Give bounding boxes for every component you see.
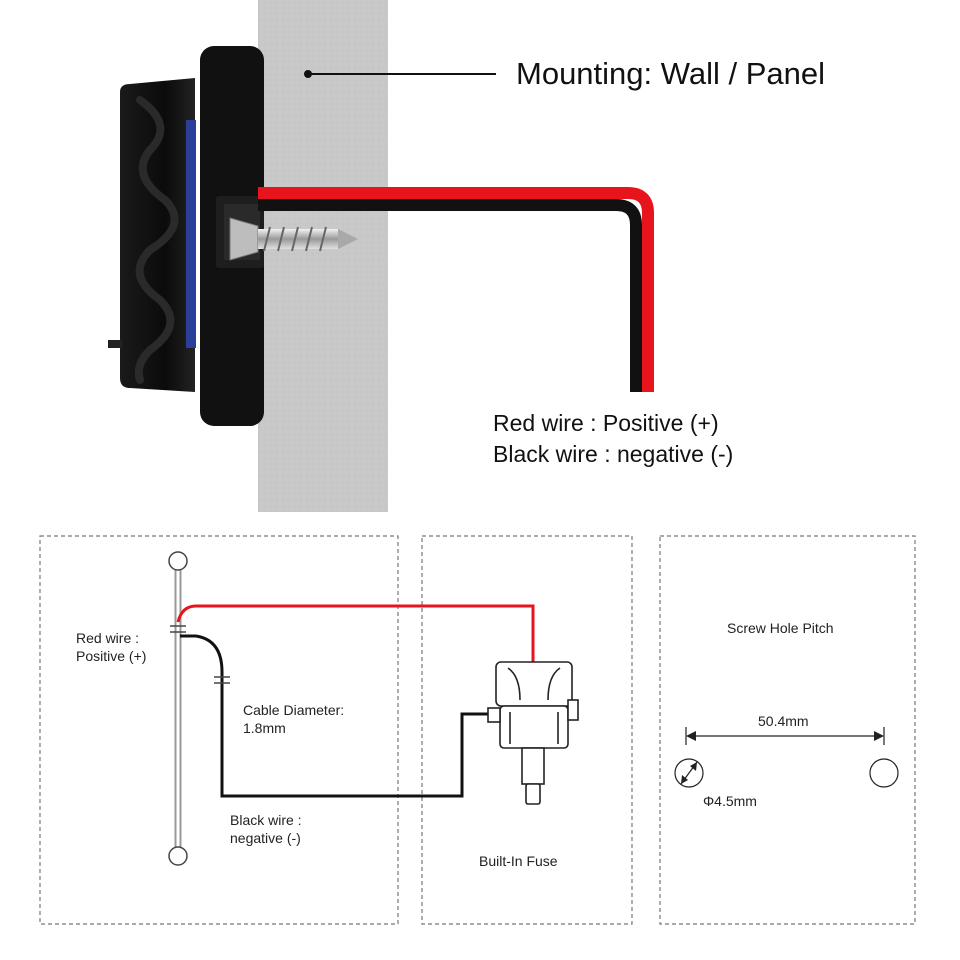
screw-pitch-value: 50.4mm bbox=[758, 713, 809, 729]
schematic-red-label-2: Positive (+) bbox=[76, 648, 147, 664]
cable-diameter-label-1: Cable Diameter: bbox=[243, 702, 345, 718]
fuse-panel bbox=[421, 535, 633, 925]
mounting-label: Mounting: Wall / Panel bbox=[516, 56, 826, 91]
screw-pitch-title: Screw Hole Pitch bbox=[727, 620, 834, 636]
terminal-post bbox=[168, 551, 188, 866]
screw-hole-left bbox=[674, 758, 704, 788]
wiring-panel bbox=[39, 535, 399, 925]
fuse-label: Built-In Fuse bbox=[479, 853, 558, 869]
schematic-black-label-1: Black wire : bbox=[230, 812, 302, 828]
mounting-leader-line bbox=[304, 70, 496, 78]
cable-crimp bbox=[214, 676, 230, 684]
screw-panel bbox=[659, 535, 916, 925]
fuse-holder-icon bbox=[487, 661, 579, 805]
schematic-black-label-2: negative (-) bbox=[230, 830, 301, 846]
screw-hole-pitch-drawing bbox=[674, 727, 899, 788]
schematic-black-wire bbox=[180, 634, 492, 798]
red-wire-label: Red wire : Positive (+) bbox=[493, 410, 719, 436]
mounting-screw bbox=[229, 217, 358, 261]
cable-photo bbox=[258, 187, 654, 392]
screw-hole-diameter: Φ4.5mm bbox=[703, 793, 757, 809]
cable-diameter-label-2: 1.8mm bbox=[243, 720, 286, 736]
screw-hole-right bbox=[869, 758, 899, 788]
schematic-red-label-1: Red wire : bbox=[76, 630, 140, 646]
schematic-red-wire bbox=[176, 604, 535, 662]
black-wire-label: Black wire : negative (-) bbox=[493, 441, 734, 467]
wall bbox=[258, 0, 388, 512]
